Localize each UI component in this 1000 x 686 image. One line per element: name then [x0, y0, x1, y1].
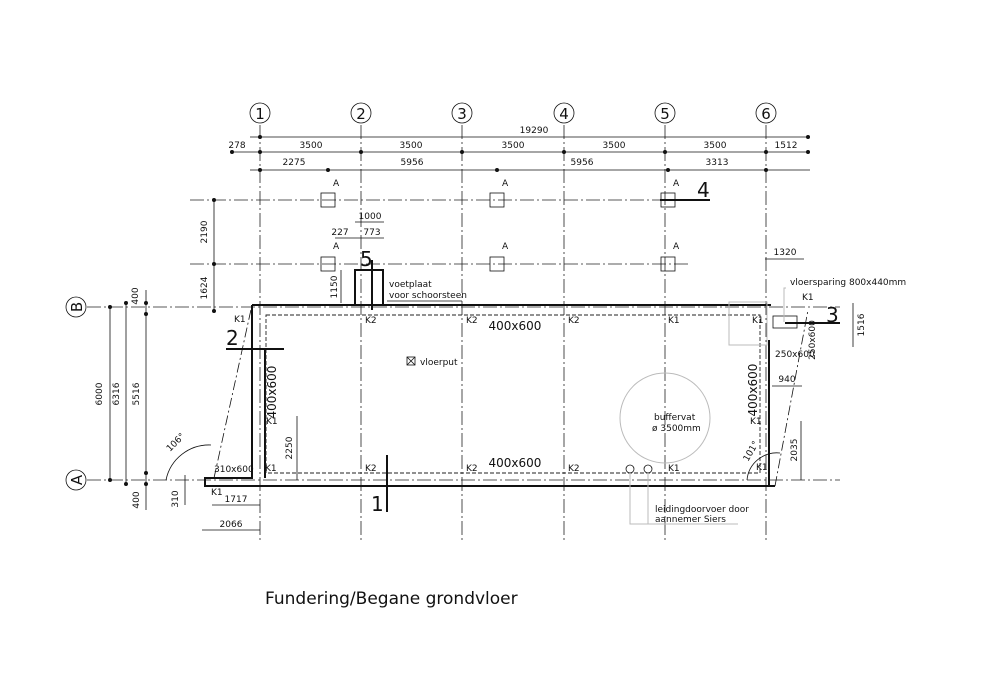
- svg-text:3500: 3500: [704, 141, 727, 151]
- svg-text:1000: 1000: [359, 212, 382, 222]
- svg-text:K2: K2: [365, 316, 377, 326]
- column-bubbles: 1 2 3 4 5 6 B A: [65, 102, 777, 491]
- grid-axes: [87, 125, 840, 540]
- svg-text:K1: K1: [266, 417, 278, 427]
- annotations: voetplaat voor schoorsteen vloersparing …: [387, 278, 906, 525]
- svg-text:2: 2: [226, 326, 239, 350]
- svg-text:3500: 3500: [400, 141, 423, 151]
- column-labels: K1 K2 K2 K2 K1 K1 K1 K1 K1 K1 K2 K2 K2 K…: [211, 293, 814, 498]
- svg-text:310: 310: [171, 490, 181, 507]
- svg-text:5: 5: [660, 105, 670, 123]
- buffervat-circle: [619, 372, 711, 464]
- svg-text:K2: K2: [466, 316, 478, 326]
- svg-text:K2: K2: [365, 464, 377, 474]
- svg-text:3500: 3500: [603, 141, 626, 151]
- drawing-title: Fundering/Begane grondvloer: [265, 589, 518, 609]
- svg-text:1320: 1320: [774, 248, 797, 258]
- svg-text:227: 227: [331, 228, 348, 238]
- svg-text:400: 400: [131, 287, 141, 304]
- svg-text:4: 4: [697, 178, 710, 202]
- svg-text:3: 3: [826, 303, 839, 327]
- svg-text:vloersparing 800x440mm: vloersparing 800x440mm: [790, 278, 906, 288]
- svg-text:1624: 1624: [200, 276, 210, 299]
- svg-text:278: 278: [228, 141, 245, 151]
- svg-text:K1: K1: [668, 464, 680, 474]
- svg-text:voetplaat: voetplaat: [389, 280, 432, 290]
- svg-text:2190: 2190: [200, 220, 210, 243]
- svg-text:vloerput: vloerput: [420, 358, 458, 368]
- svg-text:2035: 2035: [790, 439, 800, 462]
- svg-text:3500: 3500: [502, 141, 525, 151]
- svg-text:940: 940: [778, 375, 795, 385]
- svg-text:A: A: [68, 474, 86, 485]
- svg-text:K1: K1: [265, 464, 277, 474]
- svg-text:310x600: 310x600: [214, 465, 254, 475]
- svg-text:6000: 6000: [95, 382, 105, 405]
- svg-text:400: 400: [132, 491, 142, 508]
- svg-text:K1: K1: [752, 316, 764, 326]
- left-dimensions: 2190 1624 400 6000 6316 5516 400 310: [95, 198, 216, 510]
- svg-text:3: 3: [457, 105, 467, 123]
- duct-icon: [643, 464, 653, 474]
- svg-text:K1: K1: [750, 417, 762, 427]
- svg-text:773: 773: [363, 228, 380, 238]
- svg-text:K1: K1: [211, 488, 223, 498]
- svg-text:5956: 5956: [571, 158, 594, 168]
- svg-text:1717: 1717: [225, 495, 248, 505]
- svg-text:K2: K2: [568, 464, 580, 474]
- svg-text:400x600: 400x600: [746, 364, 760, 417]
- svg-text:A: A: [502, 179, 509, 189]
- svg-text:400x600: 400x600: [489, 319, 542, 333]
- svg-text:1516: 1516: [857, 313, 867, 336]
- svg-text:A: A: [333, 179, 340, 189]
- svg-text:6: 6: [761, 105, 771, 123]
- svg-text:101°: 101°: [742, 440, 762, 464]
- svg-text:250x600: 250x600: [808, 320, 818, 360]
- footings: A A A A A A: [320, 179, 680, 272]
- foundation-walls: [204, 269, 809, 487]
- svg-text:aannemer Siers: aannemer Siers: [655, 515, 726, 525]
- svg-text:A: A: [502, 242, 509, 252]
- svg-text:2275: 2275: [283, 158, 306, 168]
- beam-labels: 400x600 400x600 400x600 400x600 310x600 …: [214, 319, 818, 475]
- svg-text:K1: K1: [756, 463, 768, 473]
- section-marks: 1 2 3 4 5: [226, 178, 840, 516]
- svg-text:1150: 1150: [330, 275, 340, 298]
- vloerput-icon: [406, 356, 416, 366]
- svg-text:19290: 19290: [520, 126, 549, 136]
- svg-text:1512: 1512: [775, 141, 798, 151]
- svg-text:1: 1: [371, 492, 384, 516]
- svg-text:3500: 3500: [300, 141, 323, 151]
- svg-text:A: A: [333, 242, 340, 252]
- svg-text:5956: 5956: [401, 158, 424, 168]
- svg-text:1: 1: [255, 105, 265, 123]
- svg-text:voor schoorsteen: voor schoorsteen: [389, 291, 467, 301]
- svg-text:leidingdoorvoer door: leidingdoorvoer door: [655, 505, 749, 515]
- svg-text:2: 2: [356, 105, 366, 123]
- svg-text:K1: K1: [802, 293, 814, 303]
- svg-text:4: 4: [559, 105, 569, 123]
- svg-text:400x600: 400x600: [489, 456, 542, 470]
- svg-text:106°: 106°: [165, 432, 187, 454]
- svg-text:5: 5: [360, 247, 373, 271]
- svg-text:ø 3500mm: ø 3500mm: [652, 424, 701, 434]
- duct-icon: [625, 464, 635, 474]
- svg-text:buffervat: buffervat: [654, 413, 696, 423]
- svg-text:A: A: [673, 179, 680, 189]
- svg-text:250x600: 250x600: [775, 350, 815, 360]
- svg-text:K2: K2: [568, 316, 580, 326]
- svg-text:400x600: 400x600: [265, 366, 279, 419]
- svg-text:A: A: [673, 242, 680, 252]
- svg-text:5516: 5516: [132, 382, 142, 405]
- svg-text:6316: 6316: [112, 382, 122, 405]
- svg-text:3313: 3313: [706, 158, 729, 168]
- svg-text:2250: 2250: [285, 436, 295, 459]
- svg-text:K1: K1: [668, 316, 680, 326]
- top-dimensions: 19290 278 3500 3500 3500 3500 3500 1512 …: [228, 126, 810, 172]
- svg-text:B: B: [68, 302, 86, 312]
- svg-text:K1: K1: [234, 315, 246, 325]
- svg-text:2066: 2066: [220, 520, 243, 530]
- svg-text:K2: K2: [466, 464, 478, 474]
